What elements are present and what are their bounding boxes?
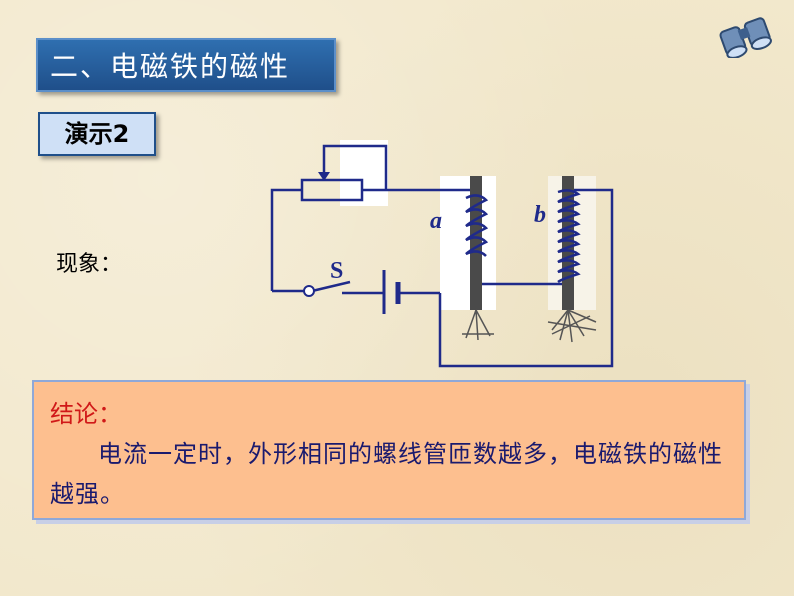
conclusion-box: 结论： 电流一定时，外形相同的螺线管匝数越多，电磁铁的磁性越强。 [32, 380, 746, 520]
conclusion-text: 电流一定时，外形相同的螺线管匝数越多，电磁铁的磁性越强。 [50, 440, 723, 508]
slide-title: 二、电磁铁的磁性 [36, 38, 336, 92]
phenomenon-label: 现象： [56, 252, 123, 277]
binoculars-icon[interactable] [716, 14, 776, 62]
conclusion-heading: 结论： [50, 400, 122, 428]
demo-label: 演示2 [38, 112, 156, 156]
